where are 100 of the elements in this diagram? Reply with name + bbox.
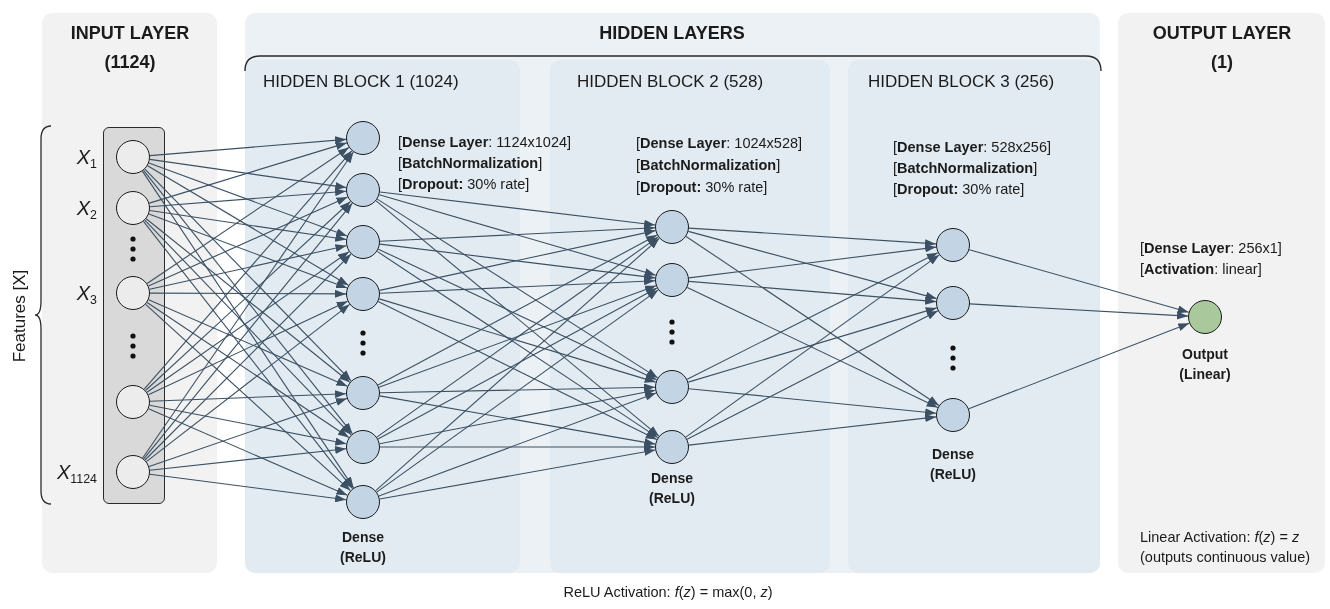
- neuron-circle: [346, 485, 380, 519]
- arrow: [688, 414, 937, 446]
- arrow: [146, 301, 350, 439]
- neuron-circle: [655, 263, 689, 297]
- arrow: [147, 196, 349, 287]
- arrow: [685, 235, 940, 407]
- arrow: [376, 198, 659, 379]
- neuron-circle: [936, 398, 970, 432]
- layer-annotation: [Activation: linear]: [1140, 260, 1262, 278]
- neuron-circle: [655, 370, 689, 404]
- activation-label: Dense (ReLU): [339, 528, 387, 567]
- arrow: [142, 220, 354, 490]
- layer-annotation: [Dropout: 30% rate]: [636, 178, 768, 196]
- activation-label: Output (Linear): [1178, 345, 1232, 384]
- arrow: [379, 229, 656, 291]
- arrow: [148, 142, 348, 204]
- arrow: [149, 158, 347, 190]
- arrow: [378, 194, 657, 276]
- arrow: [379, 383, 656, 394]
- arrow: [146, 146, 350, 285]
- layer-panel: [1118, 13, 1325, 573]
- arrow: [149, 404, 347, 446]
- layer-annotation: [Dense Layer: 256x1]: [1140, 239, 1282, 257]
- neuron-circle: [346, 430, 380, 464]
- feature-label: X$_{2}$: [76, 196, 97, 224]
- arrow: [375, 200, 660, 437]
- layer-annotation: [BatchNormalization]: [636, 156, 781, 174]
- arrow: [147, 165, 349, 286]
- arrow: [149, 390, 347, 402]
- layer-annotation: [Dense Layer: 1124x1024]: [398, 133, 572, 151]
- arrow: [379, 448, 656, 500]
- arrow: [143, 202, 353, 460]
- arrow: [148, 408, 348, 496]
- arrow: [149, 136, 347, 157]
- arrow: [379, 388, 656, 445]
- arrow: [969, 303, 1189, 320]
- layer-annotation: [Dense Layer: 1024x528]: [636, 134, 803, 152]
- arrow: [148, 213, 348, 289]
- layer-annotation: [BatchNormalization]: [893, 159, 1038, 177]
- feature-label: X$_{1}$: [76, 145, 97, 173]
- arrow: [379, 443, 656, 451]
- block-title: HIDDEN BLOCK 3 (256): [868, 72, 1055, 92]
- activation-label: Dense (ReLU): [929, 445, 977, 484]
- layer-panel: [245, 13, 1100, 573]
- block-title: HIDDEN BLOCK 2 (528): [577, 72, 764, 92]
- neuron-circle: [346, 225, 380, 259]
- neuron-circle: [346, 173, 380, 207]
- arrow: [144, 219, 352, 436]
- arrow: [378, 285, 657, 388]
- arrow: [688, 280, 937, 305]
- arrow: [686, 310, 939, 440]
- layer-annotation: [BatchNormalization]: [398, 154, 543, 172]
- neuron-circle: [346, 376, 380, 410]
- arrow: [688, 244, 937, 279]
- note-text: Linear Activation: f(z) = z (outputs continuous value): [1140, 528, 1312, 567]
- feature-label: X$_{1124}$: [57, 460, 97, 488]
- layer-title: OUTPUT LAYER (1): [1152, 22, 1292, 74]
- neuron-circle: [936, 228, 970, 262]
- feature-label: X$_{3}$: [76, 281, 97, 309]
- neuron-circle: [655, 210, 689, 244]
- arrow: [149, 289, 347, 298]
- arrow: [149, 446, 347, 471]
- arrow: [149, 209, 347, 242]
- layer-annotation: [Dropout: 30% rate]: [398, 175, 530, 193]
- block-title: HIDDEN BLOCK 1 (1024): [263, 72, 459, 92]
- arrow: [687, 230, 938, 300]
- arrow: [688, 388, 937, 417]
- note-text: ReLU Activation: f(z) = max(0, z): [563, 583, 773, 602]
- arrow: [148, 397, 348, 468]
- arrow: [687, 307, 938, 383]
- arrow: [379, 277, 656, 294]
- layer-annotation: [Dropout: 30% rate]: [893, 180, 1025, 198]
- arrow: [688, 227, 937, 248]
- block-panel: [848, 60, 1100, 573]
- neuron-circle: [346, 121, 380, 155]
- arrow: [149, 244, 347, 290]
- arrow: [378, 392, 657, 497]
- neuron-circle: [936, 286, 970, 320]
- arrow: [145, 303, 351, 492]
- arrow: [379, 191, 656, 228]
- arrow: [686, 286, 939, 409]
- arrow: [148, 162, 348, 237]
- arrow: [685, 254, 940, 438]
- arrow: [379, 243, 656, 281]
- arrow: [376, 289, 659, 493]
- layer-title: HIDDEN LAYERS: [599, 22, 745, 45]
- arrow: [375, 237, 660, 492]
- arrow: [686, 252, 939, 380]
- activation-label: Dense (ReLU): [648, 469, 696, 508]
- arrow: [145, 303, 351, 463]
- axis-label: Features [X]: [10, 269, 30, 363]
- neuron-circle: [346, 277, 380, 311]
- arrow: [146, 251, 350, 393]
- arrow: [141, 170, 355, 489]
- arrow: [968, 322, 1190, 410]
- arrow: [378, 298, 657, 383]
- arrow: [149, 188, 347, 208]
- arrow: [149, 473, 347, 503]
- arrow: [144, 253, 352, 461]
- neuron-circle: [655, 430, 689, 464]
